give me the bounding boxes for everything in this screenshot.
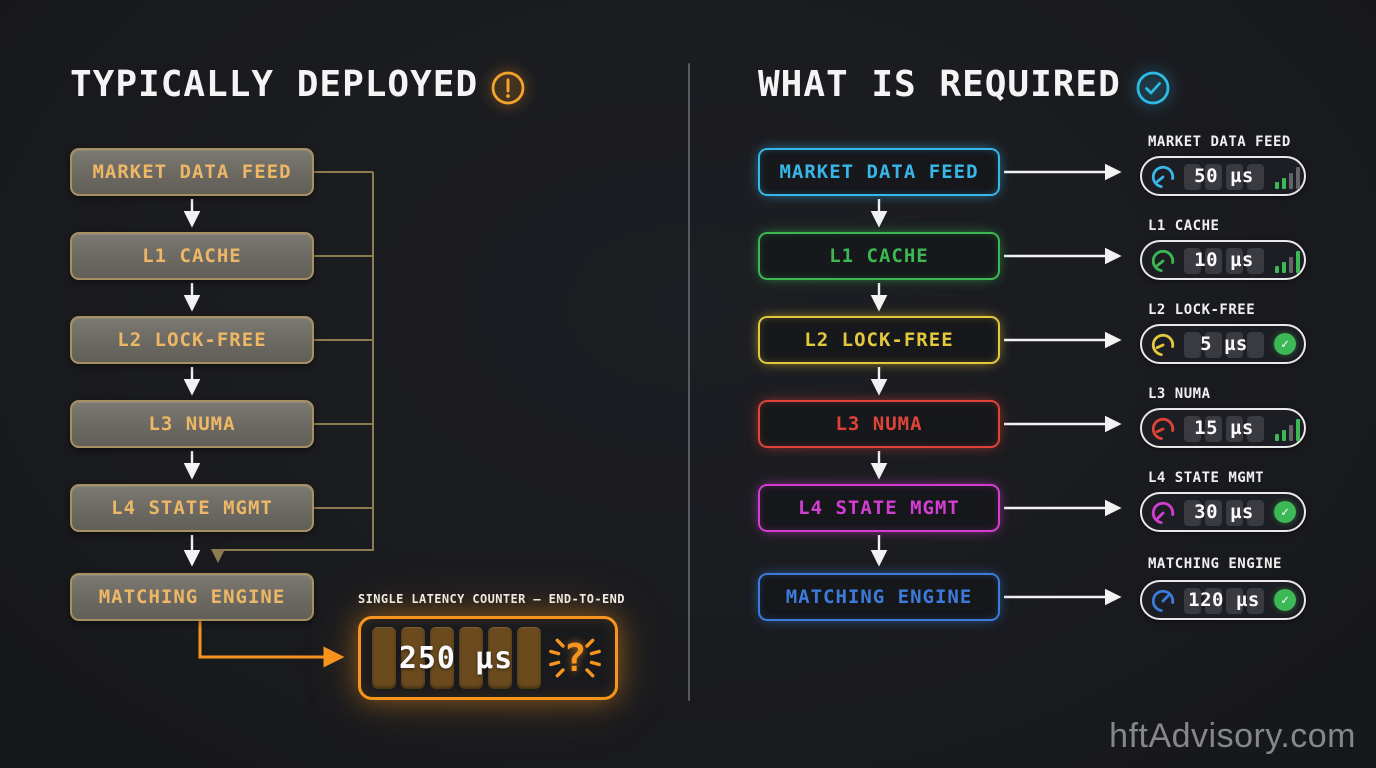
meter-segment [1226, 500, 1243, 526]
signal-bars-icon [1275, 251, 1300, 273]
watermark: hftAdvisory.com [1109, 717, 1356, 755]
layer-node-matching-engine: MATCHING ENGINE [758, 573, 1000, 621]
meter-segment [1205, 164, 1222, 190]
meter-label: MATCHING ENGINE [1148, 556, 1282, 572]
flow-node-label: L1 CACHE [142, 245, 242, 267]
panel-divider [688, 63, 690, 701]
gauge-icon [1151, 249, 1175, 273]
warning-circle-icon [491, 71, 525, 105]
gauge-icon [1151, 165, 1175, 189]
meter-segment [1247, 248, 1264, 274]
layer-node-l1-cache: L1 CACHE [758, 232, 1000, 280]
latency-meter-l3-numa: 15 µs [1140, 408, 1306, 448]
flow-node-label: MATCHING ENGINE [98, 586, 286, 608]
meter-segment [1205, 416, 1222, 442]
flow-node-l1-cache: L1 CACHE [70, 232, 314, 280]
layer-node-market-data-feed: MARKET DATA FEED [758, 148, 1000, 196]
right-panel-title: WHAT IS REQUIRED [758, 64, 1121, 105]
meter-segment [1184, 500, 1201, 526]
meter-label: MARKET DATA FEED [1148, 134, 1291, 150]
gauge-icon [1151, 333, 1175, 357]
check-circle-icon [1136, 71, 1170, 105]
layer-node-label: L1 CACHE [829, 245, 929, 267]
meter-segment [1205, 500, 1222, 526]
latency-meter-l2-lock-free: 5 µs ✓ [1140, 324, 1306, 364]
latency-counter-label: SINGLE LATENCY COUNTER — END-TO-END [358, 592, 625, 606]
flow-node-label: L2 LOCK-FREE [117, 329, 267, 351]
flow-node-l2-lock-free: L2 LOCK-FREE [70, 316, 314, 364]
layer-node-label: L3 NUMA [835, 413, 923, 435]
flow-node-label: L3 NUMA [148, 413, 236, 435]
meter-label: L1 CACHE [1148, 218, 1220, 234]
meter-segment [1226, 416, 1243, 442]
question-mark-icon: ? [563, 636, 587, 680]
meter-label: L3 NUMA [1148, 386, 1211, 402]
signal-bars-icon [1275, 167, 1300, 189]
counter-segment [430, 627, 454, 689]
check-circle-icon: ✓ [1274, 501, 1296, 523]
meter-segment [1184, 416, 1201, 442]
meter-segment [1184, 588, 1201, 614]
gauge-icon [1151, 589, 1175, 613]
flow-node-l4-state-mgmt: L4 STATE MGMT [70, 484, 314, 532]
flow-node-label: MARKET DATA FEED [92, 161, 292, 183]
meter-segment [1247, 500, 1264, 526]
counter-segment [459, 627, 483, 689]
meter-value: 30 µs [1194, 501, 1254, 523]
meter-segment [1184, 164, 1201, 190]
meter-segment [1247, 416, 1264, 442]
layer-node-l2-lock-free: L2 LOCK-FREE [758, 316, 1000, 364]
meter-value: 5 µs [1200, 333, 1248, 355]
meter-segment [1247, 588, 1264, 614]
meter-label: L4 STATE MGMT [1148, 470, 1265, 486]
meter-segment [1226, 332, 1243, 358]
meter-segment [1205, 588, 1222, 614]
latency-meter-l1-cache: 10 µs [1140, 240, 1306, 280]
latency-meter-market-data-feed: 50 µs [1140, 156, 1306, 196]
gauge-icon [1151, 501, 1175, 525]
layer-node-l3-numa: L3 NUMA [758, 400, 1000, 448]
layer-node-label: L4 STATE MGMT [798, 497, 960, 519]
layer-node-label: MATCHING ENGINE [785, 586, 973, 608]
meter-segment [1184, 248, 1201, 274]
latency-counter: 250 µs ? [358, 616, 618, 700]
meter-segment [1226, 248, 1243, 274]
layer-node-label: MARKET DATA FEED [779, 161, 979, 183]
counter-value: 250 µs [398, 640, 514, 676]
counter-segment [488, 627, 512, 689]
flow-node-l3-numa: L3 NUMA [70, 400, 314, 448]
meter-segment [1247, 164, 1264, 190]
meter-segment [1205, 332, 1222, 358]
check-circle-icon: ✓ [1274, 589, 1296, 611]
latency-meter-matching-engine: 120 µs ✓ [1140, 580, 1306, 620]
meter-segment [1226, 164, 1243, 190]
counter-segment [401, 627, 425, 689]
meter-segment [1184, 332, 1201, 358]
flow-node-label: L4 STATE MGMT [111, 497, 273, 519]
burst-rays-icon [549, 638, 601, 678]
counter-segment [517, 627, 541, 689]
counter-segment [372, 627, 396, 689]
meter-label: L2 LOCK-FREE [1148, 302, 1256, 318]
signal-bars-icon [1275, 419, 1300, 441]
gauge-icon [1151, 417, 1175, 441]
meter-segment [1226, 588, 1243, 614]
latency-meter-l4-state-mgmt: 30 µs ✓ [1140, 492, 1306, 532]
check-circle-icon: ✓ [1274, 333, 1296, 355]
layer-node-label: L2 LOCK-FREE [804, 329, 954, 351]
flow-node-market-data-feed: MARKET DATA FEED [70, 148, 314, 196]
meter-segment [1247, 332, 1264, 358]
meter-value: 120 µs [1188, 589, 1260, 611]
meter-segment [1205, 248, 1222, 274]
meter-value: 15 µs [1194, 417, 1254, 439]
layer-node-l4-state-mgmt: L4 STATE MGMT [758, 484, 1000, 532]
meter-value: 10 µs [1194, 249, 1254, 271]
left-panel-title: TYPICALLY DEPLOYED [70, 64, 479, 105]
meter-value: 50 µs [1194, 165, 1254, 187]
flow-node-matching-engine: MATCHING ENGINE [70, 573, 314, 621]
